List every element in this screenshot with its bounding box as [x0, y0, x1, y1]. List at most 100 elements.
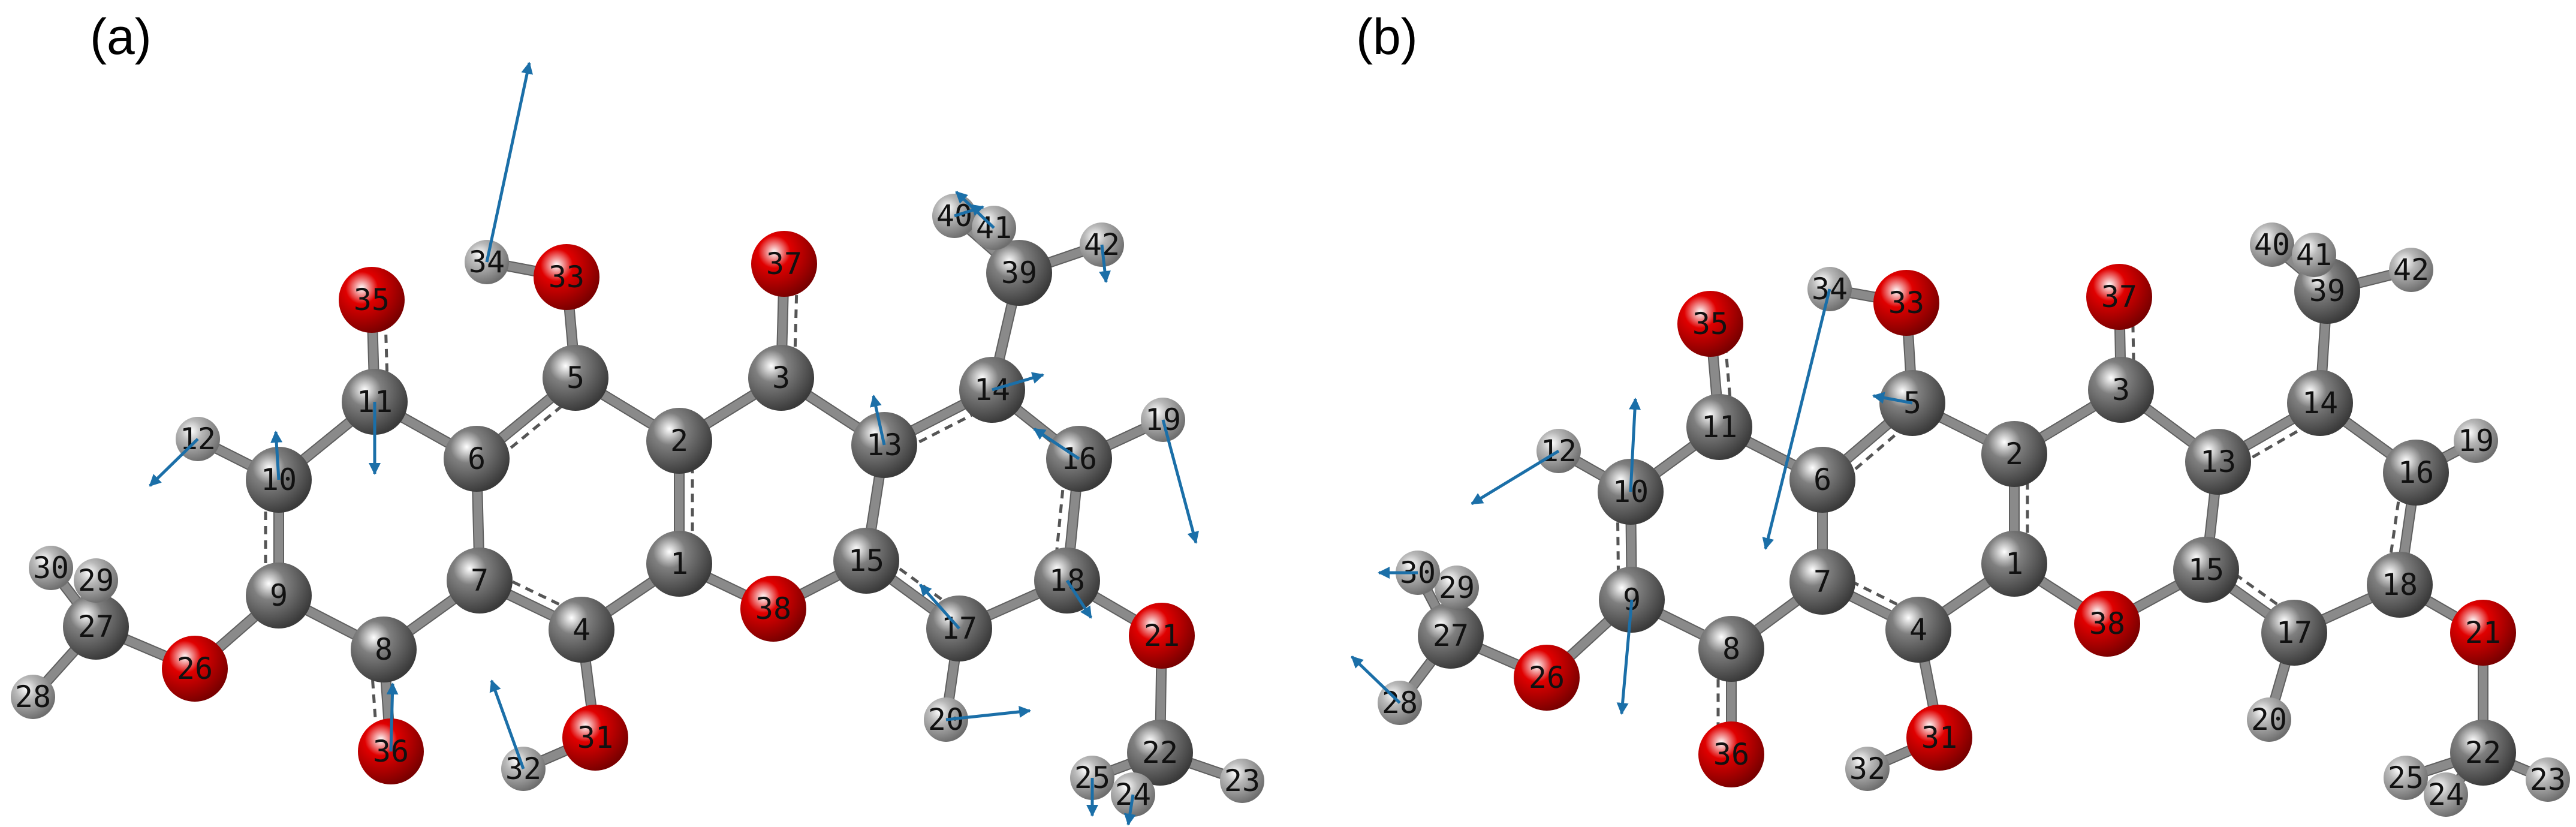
atom-3: 3 [2088, 357, 2154, 423]
atom-15: 15 [2173, 537, 2239, 603]
atom-22: 22 [1127, 720, 1193, 786]
atom-label: 8 [1722, 631, 1740, 666]
atom-label: 22 [1142, 735, 1178, 770]
atom-25: 25 [2384, 756, 2428, 800]
atom-label: 27 [78, 609, 114, 644]
displacement-vector-14 [992, 372, 1044, 392]
atom-17: 17 [2261, 600, 2327, 666]
atom-2: 2 [646, 408, 712, 474]
atom-label: 16 [2398, 455, 2434, 490]
atom-label: 13 [2200, 444, 2236, 479]
atom-label: 37 [2101, 279, 2137, 314]
atom-21: 21 [2450, 600, 2516, 666]
atom-label: 23 [1224, 763, 1260, 798]
atom-24: 24 [2424, 772, 2468, 817]
atom-label: 41 [2296, 237, 2332, 272]
displacement-vector-16 [1033, 427, 1080, 461]
atom-39: 39 [986, 240, 1052, 306]
atom-label: 6 [468, 441, 486, 476]
displacement-vector-19 [1161, 419, 1199, 544]
atom-label: 35 [354, 282, 390, 317]
atom-1: 1 [646, 531, 712, 597]
atom-label: 30 [33, 551, 69, 585]
atom-label: 33 [1888, 285, 1924, 320]
atom-35: 35 [1677, 291, 1743, 357]
atom-11: 11 [1686, 394, 1752, 460]
atom-label: 27 [1433, 618, 1469, 653]
atom-21: 21 [1129, 603, 1195, 669]
atom-35: 35 [339, 267, 405, 333]
atom-26: 26 [162, 636, 228, 702]
atom-8: 8 [1698, 616, 1764, 682]
atom-label: 38 [755, 591, 791, 626]
atom-label: 1 [670, 546, 688, 581]
atom-37: 37 [2086, 264, 2152, 330]
atom-label: 20 [2251, 702, 2287, 737]
atom-29: 29 [74, 558, 118, 603]
atom-36: 36 [1698, 721, 1764, 787]
atom-31: 31 [1906, 705, 1972, 771]
displacement-vector-10 [1629, 398, 1641, 492]
displacement-vector-13 [870, 395, 886, 446]
atom-label: 1 [2005, 546, 2023, 581]
atom-label: 24 [2428, 777, 2464, 812]
atom-label: 21 [1144, 618, 1180, 653]
atom-label: 19 [2458, 423, 2494, 458]
atom-32: 32 [1845, 747, 1890, 791]
atom-label: 29 [1439, 570, 1475, 605]
atom-label: 38 [2089, 606, 2125, 641]
displacement-vector-32 [489, 679, 525, 769]
atom-label: 14 [2302, 386, 2338, 420]
atom-label: 3 [2112, 372, 2130, 407]
atom-label: 26 [1529, 660, 1565, 695]
atom-4: 4 [1885, 597, 1951, 663]
atom-6: 6 [1789, 447, 1855, 513]
atom-13: 13 [2185, 429, 2251, 495]
atom-37: 37 [751, 231, 817, 297]
atom-label: 11 [1701, 410, 1737, 444]
atom-38: 38 [2074, 591, 2140, 657]
atom-41: 41 [2292, 233, 2336, 277]
atom-22: 22 [2450, 720, 2516, 786]
atom-40: 40 [2250, 222, 2294, 267]
displacement-vector-34 [1762, 288, 1831, 550]
atom-label: 31 [577, 720, 613, 755]
atom-31: 31 [562, 705, 628, 771]
atom-label: 39 [1001, 255, 1037, 290]
atom-3: 3 [748, 345, 814, 411]
displacement-vector-17 [919, 584, 960, 630]
atom-label: 25 [2388, 760, 2424, 795]
atom-14: 14 [2287, 370, 2353, 436]
atom-label: 15 [848, 543, 884, 578]
atom-label: 31 [1921, 720, 1957, 755]
atom-label: 2 [2005, 437, 2023, 471]
displacement-vector-42 [1099, 244, 1111, 283]
displacement-vector-12 [1471, 449, 1560, 506]
atom-9: 9 [246, 563, 312, 628]
atom-label: 3 [772, 360, 790, 395]
atom-label: 5 [567, 360, 585, 395]
atom-16: 16 [2383, 440, 2449, 506]
atom-20: 20 [2247, 697, 2291, 742]
atom-label: 2 [670, 423, 688, 458]
displacement-vector-40 [954, 204, 984, 218]
atom-7: 7 [1789, 549, 1855, 615]
atom-label: 26 [177, 651, 213, 686]
atom-28: 28 [11, 675, 55, 719]
displacement-vector-10 [270, 431, 283, 480]
atom-27: 27 [63, 594, 129, 660]
atom-label: 23 [2530, 762, 2566, 797]
displacement-vector-36 [386, 682, 399, 752]
atom-label: 4 [1909, 612, 1927, 647]
atom-label: 4 [573, 612, 590, 647]
displacement-vector-28 [1351, 655, 1401, 704]
atom-label: 37 [766, 246, 802, 281]
atom-8: 8 [351, 617, 417, 682]
atom-29: 29 [1435, 566, 1479, 610]
atom-label: 8 [375, 632, 393, 667]
atom-1: 1 [1981, 531, 2047, 597]
atom-label: 33 [549, 260, 585, 294]
